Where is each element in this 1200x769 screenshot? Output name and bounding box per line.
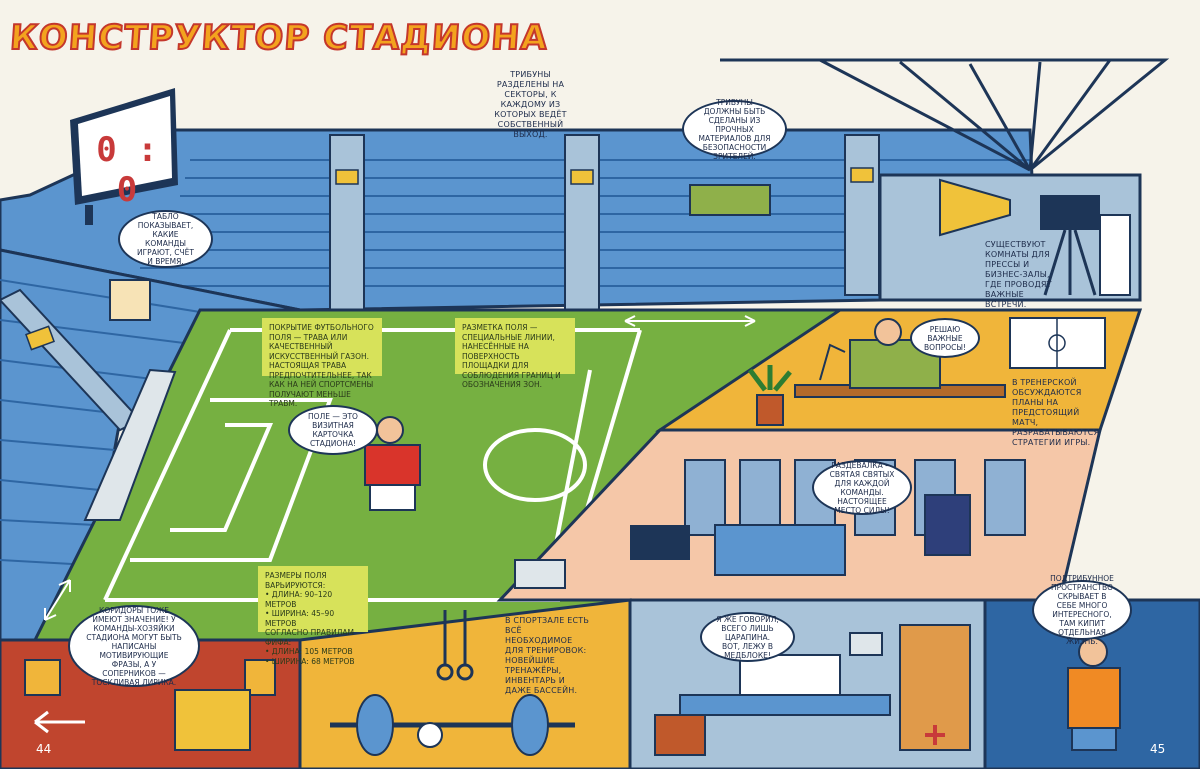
bandaged-patient [739, 654, 841, 696]
heart-monitor [849, 632, 883, 656]
bubble-locker-room: Раздевалка — святая святых для каждой ко… [812, 460, 912, 515]
pitch-size-line: • Ширина: 45–90 метров [265, 609, 335, 628]
note-coach-room: В тренерской обсуждаются планы на предст… [1012, 378, 1100, 447]
bubble-scoreboard: Табло показывает, какие команды играют, … [118, 210, 213, 268]
pitch-sizes-title: Размеры поля варьируются: [265, 571, 327, 590]
medical-bed [679, 694, 891, 716]
soccer-ball [417, 722, 443, 748]
bedside-table [654, 714, 706, 756]
note-stands-sectors: Трибуны разделены на секторы, к каждому … [494, 70, 567, 139]
double-arrow-icon [44, 315, 756, 621]
page-title: Конструктор стадиона [8, 17, 551, 59]
kit-bag [514, 559, 566, 589]
floodlight [939, 178, 1011, 237]
worker-in-vest [1067, 637, 1121, 751]
note-pitch-sizes: Размеры поля варьируются: • Длина: 90–12… [258, 566, 368, 666]
bubble-coach: Решаю важные вопросы! [910, 318, 980, 358]
coach-head [874, 318, 902, 346]
official-in-suit [924, 494, 971, 556]
roof-structure [720, 58, 1170, 172]
scoreboard [70, 88, 178, 225]
bubble-underground: Подтрибунное пространство скрывает в себ… [1032, 574, 1132, 646]
page-number-right: 45 [1150, 742, 1166, 756]
water-bottles-tray [630, 525, 690, 560]
pitch-size-line: • Длина: 90–120 метров [265, 590, 333, 609]
page-number-left: 44 [36, 742, 52, 756]
corridor-person [174, 689, 251, 751]
bubble-field-card: Поле — это визитная карточка стадиона! [288, 405, 378, 455]
goal-net [83, 368, 177, 521]
field-player [364, 416, 421, 511]
tactics-board-lines [1048, 318, 1066, 368]
arrow-left-icon [34, 710, 85, 734]
spectator-left [109, 279, 151, 321]
aisle-signs [335, 167, 874, 185]
scoreboard-score: 0 : 0 [96, 130, 158, 210]
camera-tripod [1043, 229, 1097, 296]
potted-plant [748, 365, 792, 426]
bubble-stands-safety: Трибуны должны быть сделаны из прочных м… [682, 98, 787, 161]
pitch-size-line: • Ширина: 68 метров [265, 656, 355, 666]
corridor-frames [24, 659, 276, 696]
left-aisle-sign [25, 325, 55, 351]
note-gym: В спортзале есть всё необходимое для тре… [505, 616, 590, 695]
fan-in-stands [689, 184, 771, 216]
note-pitch-markings: Разметка поля — специальные линии, нанес… [455, 318, 575, 389]
pitch-size-line: • Длина: 105 метров [265, 647, 353, 656]
barbell [330, 694, 575, 756]
note-press-rooms: Существуют комнаты для прессы и бизнес-з… [985, 240, 1052, 309]
locker-bench [714, 524, 846, 576]
camera-operator [1099, 214, 1131, 296]
bubble-corridor: Коридоры тоже имеют значение! У команды-… [68, 605, 200, 687]
note-pitch-coverage: Покрытие футбольного поля — трава или ка… [262, 318, 382, 408]
gym-rings [436, 610, 474, 681]
tv-camera [1040, 195, 1100, 230]
red-cross-icon [925, 725, 945, 745]
pitch-size-line: Согласно правилам ФИФА: [265, 628, 354, 647]
bubble-medic: Я же говорил, всего лишь царапина. Вот, … [700, 612, 795, 662]
desk-lamp [819, 343, 846, 381]
